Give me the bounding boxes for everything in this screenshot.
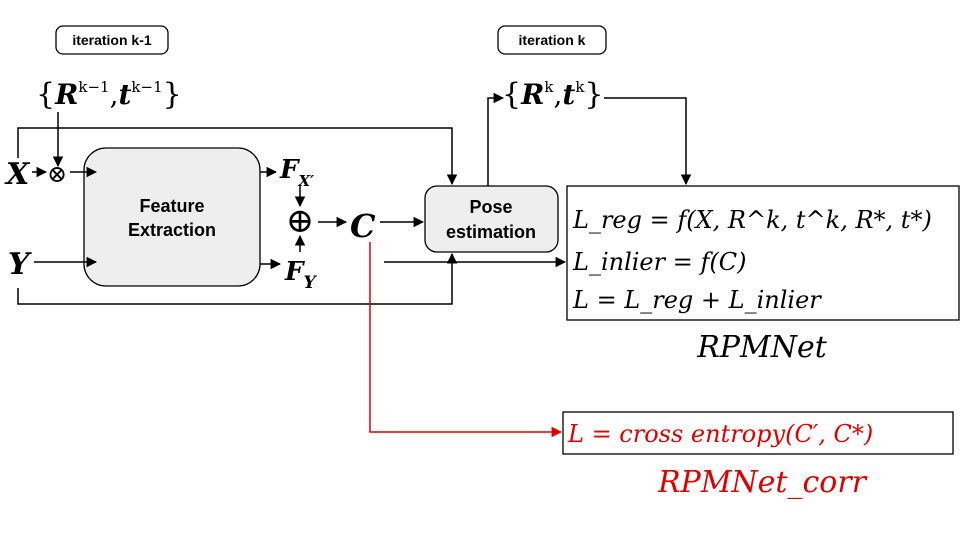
pose-estimation-label-1: Pose bbox=[469, 197, 512, 217]
rpmnet-corr-caption: RPMNet_corr bbox=[657, 465, 868, 500]
arrow-c-to-cross-entropy-loss bbox=[369, 242, 563, 438]
rpmnet-loss-box: L_reg = f(X, R^k, t^k, R*, t*) L_inlier … bbox=[566, 185, 960, 321]
loss-reg-equation: L_reg = f(X, R^k, t^k, R*, t*) bbox=[572, 206, 932, 234]
iteration-prev-tag: iteration k-1 bbox=[55, 25, 169, 55]
rpmnet-corr-loss-box: L = cross entropy(C′, C*) bbox=[562, 411, 954, 455]
loss-inlier-equation: L_inlier = f(C) bbox=[572, 248, 746, 276]
prev-pose-label: {Rk−1,tk−1} bbox=[36, 77, 182, 112]
correspondence-c-label: C bbox=[350, 207, 376, 245]
input-y-label: Y bbox=[8, 247, 32, 282]
loss-total-equation: L = L_reg + L_inlier bbox=[572, 286, 822, 314]
iteration-cur-tag: iteration k bbox=[497, 25, 607, 55]
iteration-cur-label: iteration k bbox=[519, 32, 586, 48]
concat-operator-icon: ⊕ bbox=[286, 201, 315, 241]
feature-extraction-label-2: Extraction bbox=[128, 220, 216, 240]
cur-pose-label: {Rk,tk} bbox=[502, 77, 604, 112]
iteration-prev-label: iteration k-1 bbox=[72, 32, 152, 48]
feature-extraction-block: Feature Extraction bbox=[83, 147, 261, 287]
arrow-curpose-to-loss bbox=[604, 97, 692, 186]
arrow-x-bypass-to-pose bbox=[17, 127, 458, 186]
feature-fx-label: FX′ bbox=[279, 155, 314, 190]
rpmnet-caption: RPMNet bbox=[696, 330, 827, 365]
pose-estimation-block: Pose estimation bbox=[424, 185, 559, 253]
pose-estimation-label-2: estimation bbox=[446, 222, 536, 242]
loss-cross-entropy-equation: L = cross entropy(C′, C*) bbox=[567, 420, 873, 448]
multiply-operator-icon: ⊗ bbox=[47, 160, 67, 188]
arrow-y-bypass-to-pose bbox=[17, 252, 458, 305]
connectors bbox=[17, 92, 692, 305]
feature-extraction-label-1: Feature bbox=[139, 196, 204, 216]
input-x-label: X bbox=[4, 157, 31, 192]
arrow-pose-to-curpose bbox=[487, 92, 505, 186]
feature-fy-label: FY bbox=[284, 257, 317, 293]
